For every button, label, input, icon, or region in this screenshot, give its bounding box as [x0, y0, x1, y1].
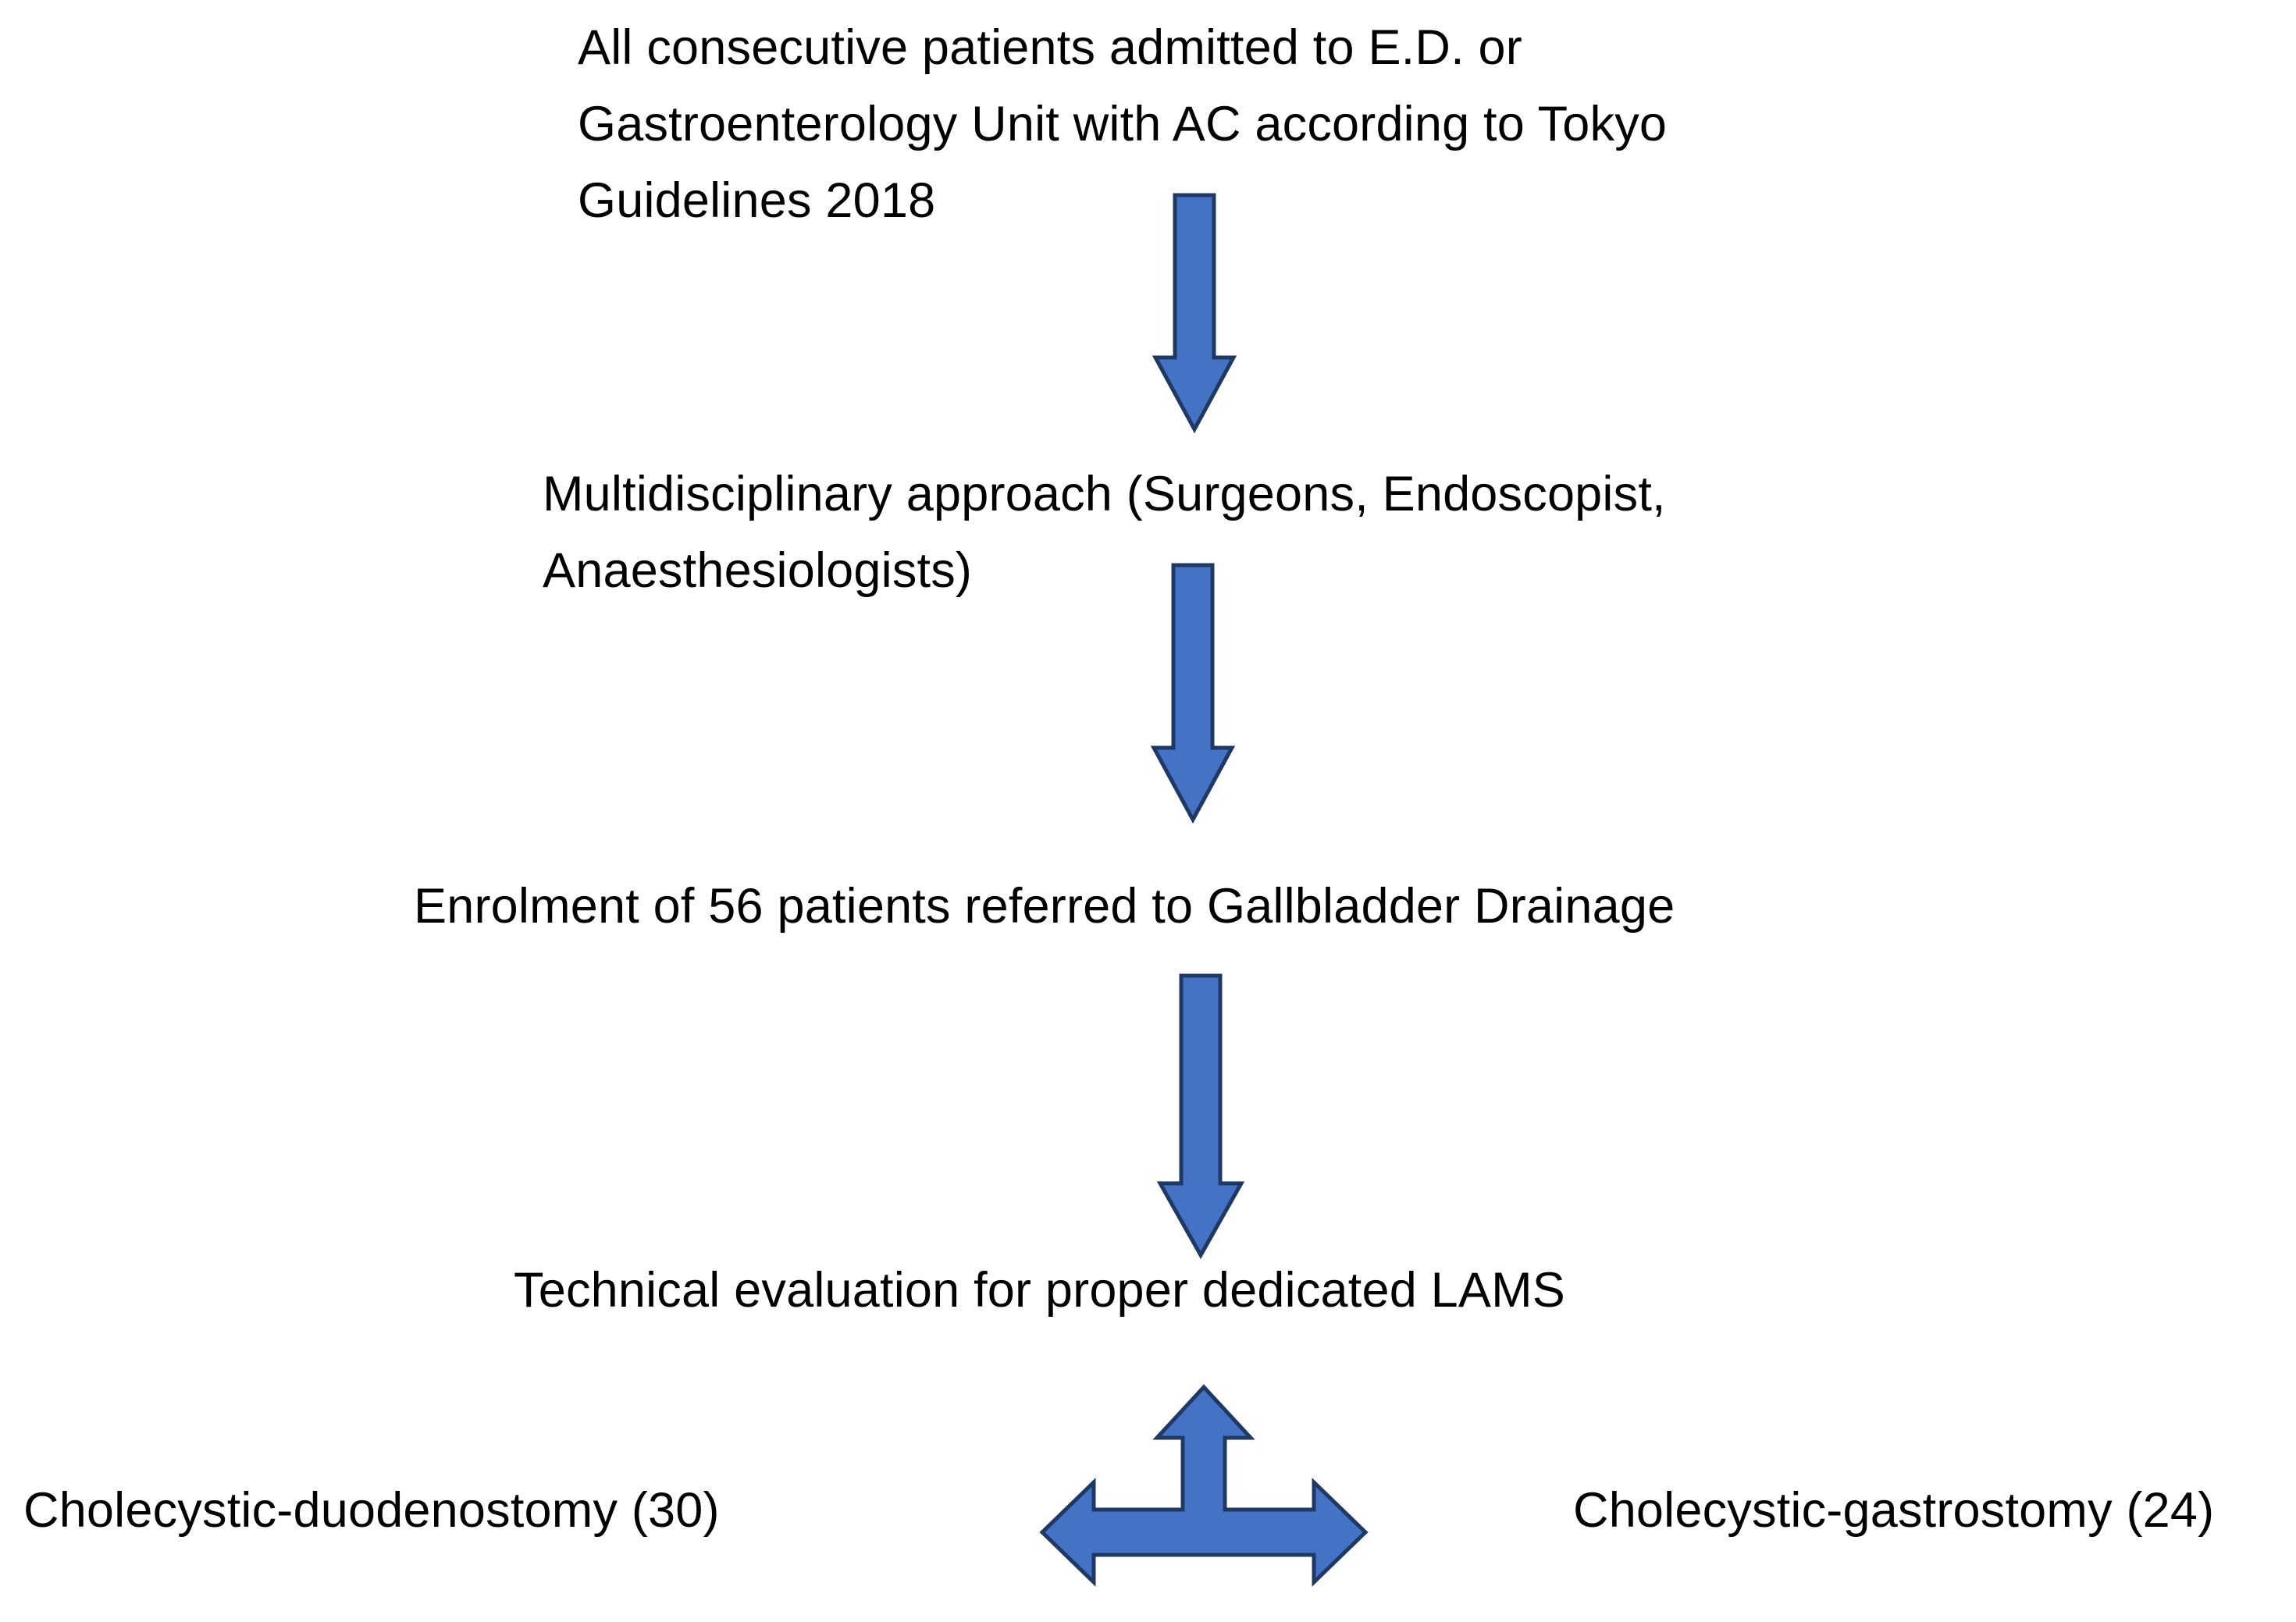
outcome-label-cholecystic-gastrostomy: Cholecystic-gastrostomy (24): [1573, 1483, 2215, 1538]
step-text-admitted-patients: All consecutive patients admitted to E.D…: [578, 20, 1668, 228]
step-text-enrolment: Enrolment of 56 patients referred to Gal…: [414, 879, 1675, 934]
down-arrow-shape: [1152, 193, 1237, 434]
down-arrow-icon: [1156, 973, 1245, 1260]
outcome-label-cholecystic-duodenostomy: Cholecystic-duodenostomy (30): [23, 1483, 720, 1538]
three-way-arrow-icon: [1039, 1384, 1369, 1587]
down-arrow-shape: [1156, 973, 1245, 1260]
down-arrow-icon: [1152, 193, 1237, 434]
down-arrow-icon: [1150, 563, 1236, 824]
step-text-technical-evaluation: Technical evaluation for proper dedicate…: [514, 1263, 1565, 1318]
down-arrow-shape: [1150, 563, 1236, 824]
three-way-arrow-shape: [1039, 1384, 1369, 1587]
step-text-multidisciplinary-approach: Multidisciplinary approach (Surgeons, En…: [543, 467, 1666, 598]
